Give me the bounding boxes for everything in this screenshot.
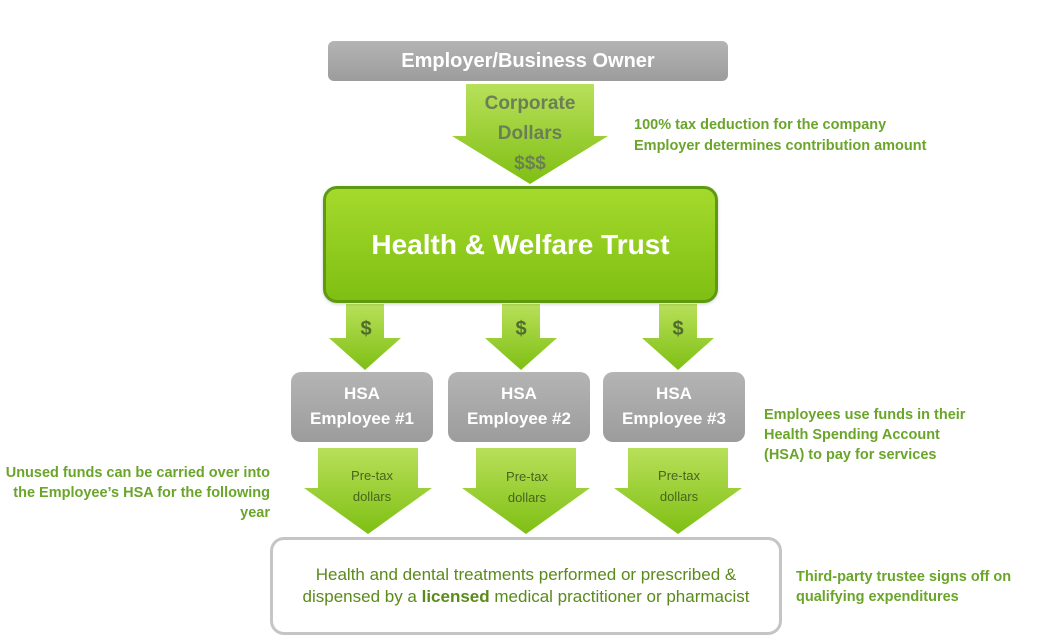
tax-note-line-2: Employer determines contribution amount — [634, 138, 927, 154]
arrow-to-hsa-3 — [642, 304, 714, 370]
hsa-label: HSA — [656, 384, 692, 404]
arrow-pretax-3 — [614, 448, 742, 534]
dollars-line: dollars — [659, 489, 699, 504]
hsa-label: HSA — [344, 384, 380, 404]
health-welfare-trust-label: Health & Welfare Trust — [371, 228, 670, 260]
pretax-line: Pre-tax — [658, 468, 700, 483]
arrow-corporate — [452, 84, 608, 184]
corporate-line: Corporate — [484, 93, 576, 114]
employer-business-owner-box: Employer/Business Owner — [328, 41, 728, 81]
pretax-line: Pre-tax — [506, 469, 548, 484]
hsa-label: HSA — [501, 384, 537, 404]
treatment-box: Health and dental treatments performed o… — [270, 537, 782, 635]
dollar-label-1: $ — [360, 318, 372, 340]
pretax-label-1: Pre-tax dollars — [322, 465, 422, 507]
health-welfare-trust-box: Health & Welfare Trust — [323, 186, 718, 303]
trustee-note: Third-party trustee signs off on qualify… — [796, 569, 1012, 605]
treatment-line-2-end: medical practitioner or pharmacist — [489, 587, 750, 606]
tax-deduction-note: 100% tax deduction for the company Emplo… — [634, 115, 926, 157]
hsa-employee-1-box: HSA Employee #1 — [291, 372, 433, 442]
employee-label: Employee #1 — [310, 409, 414, 428]
triple-dollar-line: $$$ — [514, 153, 546, 174]
employee-label: Employee #2 — [467, 409, 571, 428]
hsa-employee-2-box: HSA Employee #2 — [448, 372, 590, 442]
pretax-line: Pre-tax — [351, 468, 393, 483]
treatment-line-2-start: dispensed by a — [302, 587, 422, 606]
pretax-label-3: Pre-tax dollars — [629, 465, 729, 507]
arrow-pretax-2 — [462, 448, 590, 534]
dollars-line: dollars — [507, 490, 547, 505]
employer-business-owner-label: Employer/Business Owner — [401, 49, 655, 72]
arrow-to-hsa-1 — [329, 304, 401, 370]
dollars-line: dollars — [352, 489, 392, 504]
unused-funds-note: Unused funds can be carried over into th… — [5, 465, 270, 521]
dollars-line: Dollars — [497, 123, 563, 144]
arrow-to-hsa-2 — [485, 304, 557, 370]
pretax-label-2: Pre-tax dollars — [477, 466, 577, 508]
hsa-employee-3-box: HSA Employee #3 — [603, 372, 745, 442]
dollar-label-3: $ — [672, 318, 684, 340]
arrow-pretax-1 — [304, 448, 432, 534]
treatment-line-1: Health and dental treatments performed o… — [315, 564, 737, 584]
corporate-dollars-label: Corporate Dollars $$$ — [466, 89, 594, 179]
treatment-line-2: dispensed by a licensed medical practiti… — [303, 586, 750, 608]
tax-note-line-1: 100% tax deduction for the company — [634, 117, 887, 133]
dollar-label-2: $ — [515, 318, 527, 340]
employee-label: Employee #3 — [622, 409, 726, 428]
employees-use-funds-note: Employees use funds in their Health Spen… — [764, 407, 966, 463]
licensed-emphasis: licensed — [421, 587, 490, 606]
